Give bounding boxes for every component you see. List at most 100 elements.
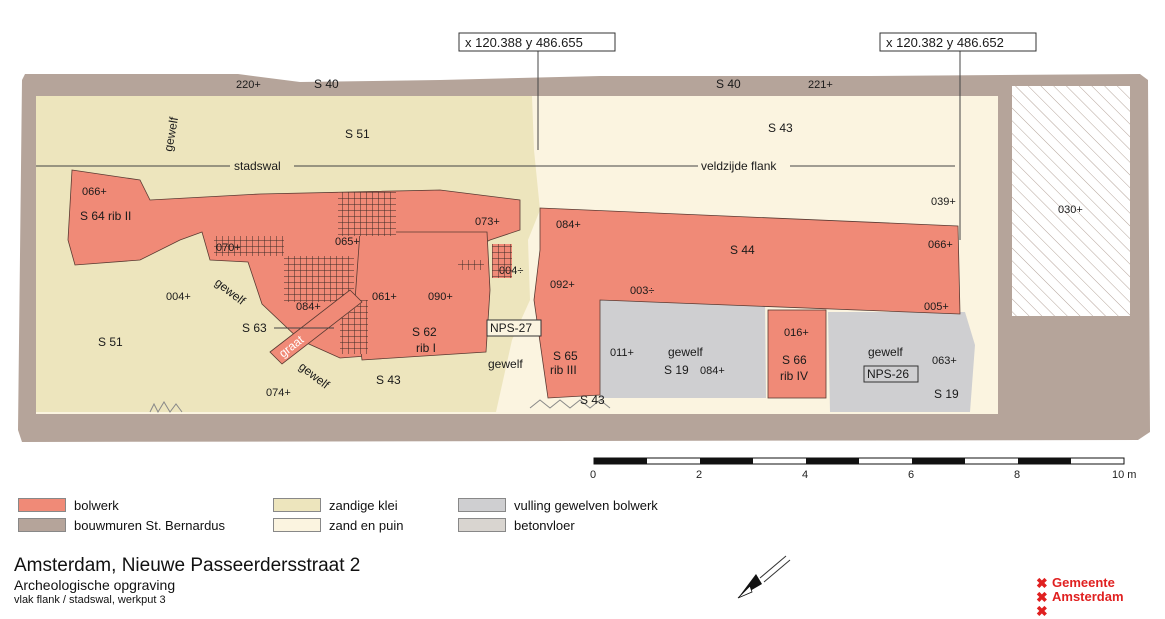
scale-bar [593, 457, 1125, 465]
label-nps27: NPS-27 [490, 321, 532, 335]
label-s43-top: S 43 [768, 121, 793, 135]
label-004-b: 004+ [166, 291, 191, 303]
legend-item-vulling: vulling gewelven bolwerk [458, 497, 658, 513]
nps26-box [863, 365, 919, 383]
label-066-b: 066+ [928, 239, 953, 251]
label-rib4: rib IV [780, 369, 808, 383]
logo-line-1: Gemeente [1052, 575, 1115, 590]
label-016: 016+ [784, 327, 809, 339]
label-nps26: NPS-26 [867, 367, 909, 381]
legend: bolwerk bouwmuren St. Bernardus zandige … [18, 497, 718, 545]
label-084-c: 084+ [700, 365, 725, 377]
logo-line-2: Amsterdam [1052, 589, 1124, 604]
label-066-a: 066+ [82, 186, 107, 198]
nps27-box [486, 319, 542, 337]
legend-item-zandige-klei: zandige klei [273, 497, 398, 513]
label-073: 073+ [475, 216, 500, 228]
legend-item-betonvloer: betonvloer [458, 517, 575, 533]
label-rib1: rib I [416, 341, 436, 355]
coord-label-a: x 120.388 y 486.655 [465, 35, 583, 50]
label-s19-b: S 19 [934, 387, 959, 401]
coord-label-b: x 120.382 y 486.652 [886, 35, 1004, 50]
label-s43-low: S 43 [580, 393, 605, 407]
label-s62: S 62 [412, 325, 437, 339]
sawtooth-left [149, 401, 183, 414]
scale-tick-2: 2 [696, 469, 702, 481]
label-003: 003÷ [630, 285, 654, 297]
coord-box-b [879, 32, 1037, 52]
label-s40-b: S 40 [716, 77, 741, 91]
grid-texture-c [284, 256, 354, 302]
vault-gewelf-a [600, 300, 766, 398]
label-030: 030+ [1058, 204, 1083, 216]
scale-tick-8: 8 [1014, 469, 1020, 481]
label-004-a: 004÷ [499, 265, 523, 277]
label-061: 061+ [372, 291, 397, 303]
legend-swatch [458, 498, 506, 512]
title-block: Amsterdam, Nieuwe Passeerdersstraat 2 Ar… [14, 555, 360, 607]
label-s44: S 44 [730, 243, 755, 257]
grid-texture-f [458, 260, 484, 270]
label-gewelf-mid: gewelf [488, 357, 523, 371]
legend-label: zandige klei [329, 497, 398, 513]
page-subtitle-detail: vlak flank / stadswal, werkput 3 [14, 594, 166, 606]
legend-item-zand-en-puin: zand en puin [273, 517, 403, 533]
label-gewelf-top: gewelf [161, 115, 181, 152]
north-arrow-icon [737, 555, 791, 599]
label-063: 063+ [932, 355, 957, 367]
legend-label: bolwerk [74, 497, 119, 513]
label-065: 065+ [335, 236, 360, 248]
label-011: 011+ [610, 347, 634, 359]
sawtooth-right [529, 399, 611, 409]
label-gewelf-a: gewelf [668, 345, 703, 359]
legend-swatch [18, 498, 66, 512]
grid-texture-a [338, 192, 396, 236]
label-s63: S 63 [242, 321, 267, 335]
veldzijde-label-bg [698, 158, 790, 172]
cross-icon: ✖ [1036, 603, 1048, 619]
scale-tick-0: 0 [590, 469, 596, 481]
stadswal-label-bg [230, 158, 294, 172]
label-s64: S 64 rib II [80, 209, 131, 223]
legend-swatch [273, 518, 321, 532]
scale-tick-4: 4 [802, 469, 808, 481]
label-220: 220+ [236, 79, 261, 91]
label-s19-a: S 19 [664, 363, 689, 377]
legend-label: zand en puin [329, 517, 404, 533]
label-s51-top: S 51 [345, 127, 370, 141]
label-stadswal: stadswal [234, 159, 281, 173]
legend-swatch [458, 518, 506, 532]
label-s40-a: S 40 [314, 77, 339, 91]
betonvloer-hatch [1012, 86, 1130, 316]
label-005: 005+ [924, 301, 949, 313]
page-title: Amsterdam, Nieuwe Passeerdersstraat 2 [14, 555, 361, 576]
label-s51-left: S 51 [98, 335, 123, 349]
legend-swatch [18, 518, 66, 532]
grid-texture-b [214, 236, 284, 256]
label-s65: S 65 [553, 349, 578, 363]
legend-label: bouwmuren St. Bernardus [74, 517, 226, 533]
label-084-a: 084+ [556, 219, 581, 231]
grid-texture-e [492, 244, 512, 278]
scale-tick-6: 6 [908, 469, 914, 481]
label-090: 090+ [428, 291, 453, 303]
cross-icon: ✖ [1036, 575, 1048, 591]
label-070: 070+ [216, 242, 241, 254]
label-gewelf-b: gewelf [868, 345, 903, 359]
cross-icon: ✖ [1036, 589, 1048, 605]
legend-label: vulling gewelven bolwerk [514, 497, 658, 513]
scale-tick-10: 10 m [1112, 469, 1136, 481]
legend-item-bouwmuren: bouwmuren St. Bernardus [18, 517, 225, 533]
bolwerk-s44 [533, 207, 961, 399]
label-092: 092+ [550, 279, 575, 291]
bolwerk-s66 [767, 309, 827, 399]
page-subtitle: Archeologische opgraving [14, 577, 176, 593]
coord-box-a [458, 32, 616, 52]
vault-gewelf-b [828, 312, 975, 412]
legend-swatch [273, 498, 321, 512]
label-074: 074+ [266, 387, 291, 399]
label-s43-mid: S 43 [376, 373, 401, 387]
legend-item-bolwerk: bolwerk [18, 497, 119, 513]
graat-strip [269, 289, 363, 365]
